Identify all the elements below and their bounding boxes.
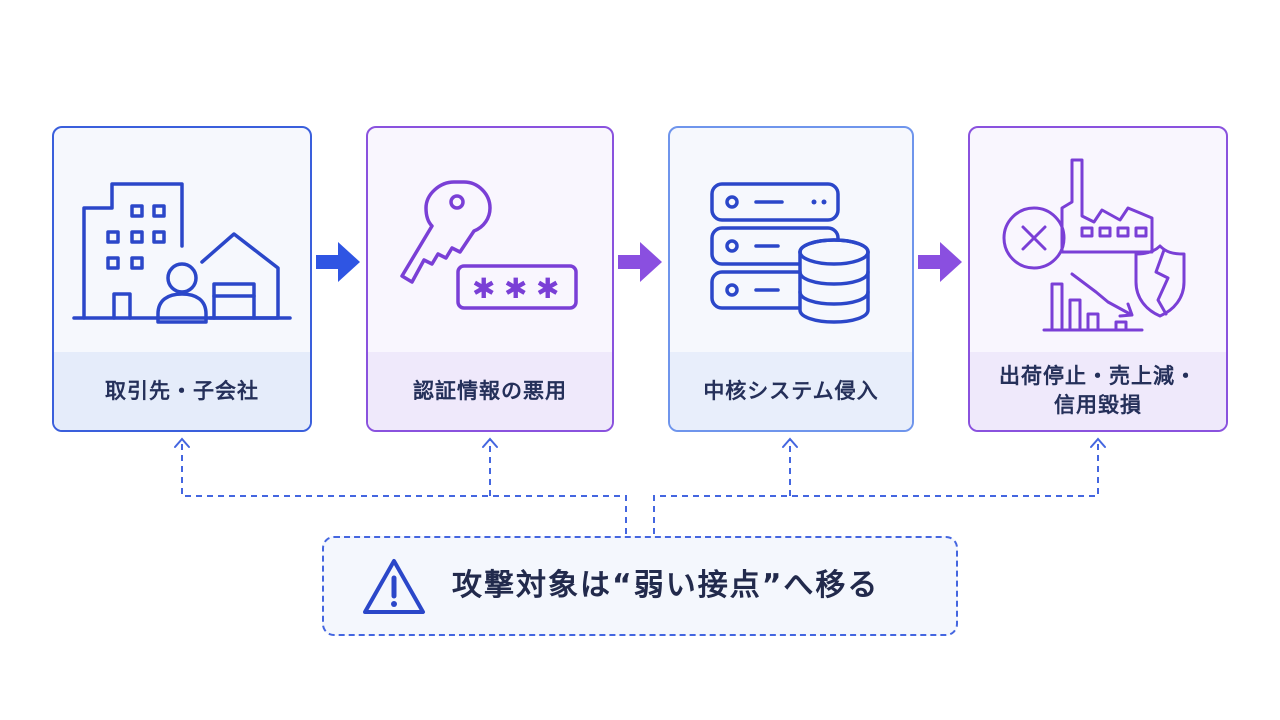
step-label-area: 取引先・子会社 xyxy=(54,352,310,430)
office-buildings-icon xyxy=(72,182,292,324)
warning-text: 攻撃対象は“弱い接点”へ移る xyxy=(452,568,880,603)
warning-callout: 攻撃対象は“弱い接点”へ移る xyxy=(322,536,958,636)
step-card-core-system: 中核システム侵入 xyxy=(668,126,914,432)
step-label: 出荷停止・売上減・ 信用毀損 xyxy=(999,362,1197,420)
step-label-area: 中核システム侵入 xyxy=(670,352,912,430)
svg-text:✱: ✱ xyxy=(472,272,495,305)
step-label-area: 出荷停止・売上減・ 信用毀損 xyxy=(970,352,1226,430)
step-label-line-2: 信用毀損 xyxy=(1054,393,1142,417)
step-label: 認証情報の悪用 xyxy=(413,378,567,403)
svg-text:✱: ✱ xyxy=(536,272,559,305)
key-password-icon: ✱ ✱ ✱ xyxy=(400,180,578,310)
server-database-icon xyxy=(710,182,870,324)
svg-text:✱: ✱ xyxy=(504,272,527,305)
arrow-right-icon xyxy=(618,242,662,282)
step-card-business-impact: 出荷停止・売上減・ 信用毀損 xyxy=(968,126,1228,432)
factory-damage-icon xyxy=(1002,158,1186,332)
arrow-right-icon xyxy=(918,242,962,282)
step-label-area: 認証情報の悪用 xyxy=(368,352,612,430)
step-card-credentials: ✱ ✱ ✱ 認証情報の悪用 xyxy=(366,126,614,432)
step-label: 取引先・子会社 xyxy=(105,378,259,403)
arrow-right-icon xyxy=(316,242,360,282)
warning-triangle-icon xyxy=(363,559,425,614)
step-label-line-1: 出荷停止・売上減・ xyxy=(999,364,1197,388)
step-label: 中核システム侵入 xyxy=(703,378,879,403)
step-card-partners: 取引先・子会社 xyxy=(52,126,312,432)
